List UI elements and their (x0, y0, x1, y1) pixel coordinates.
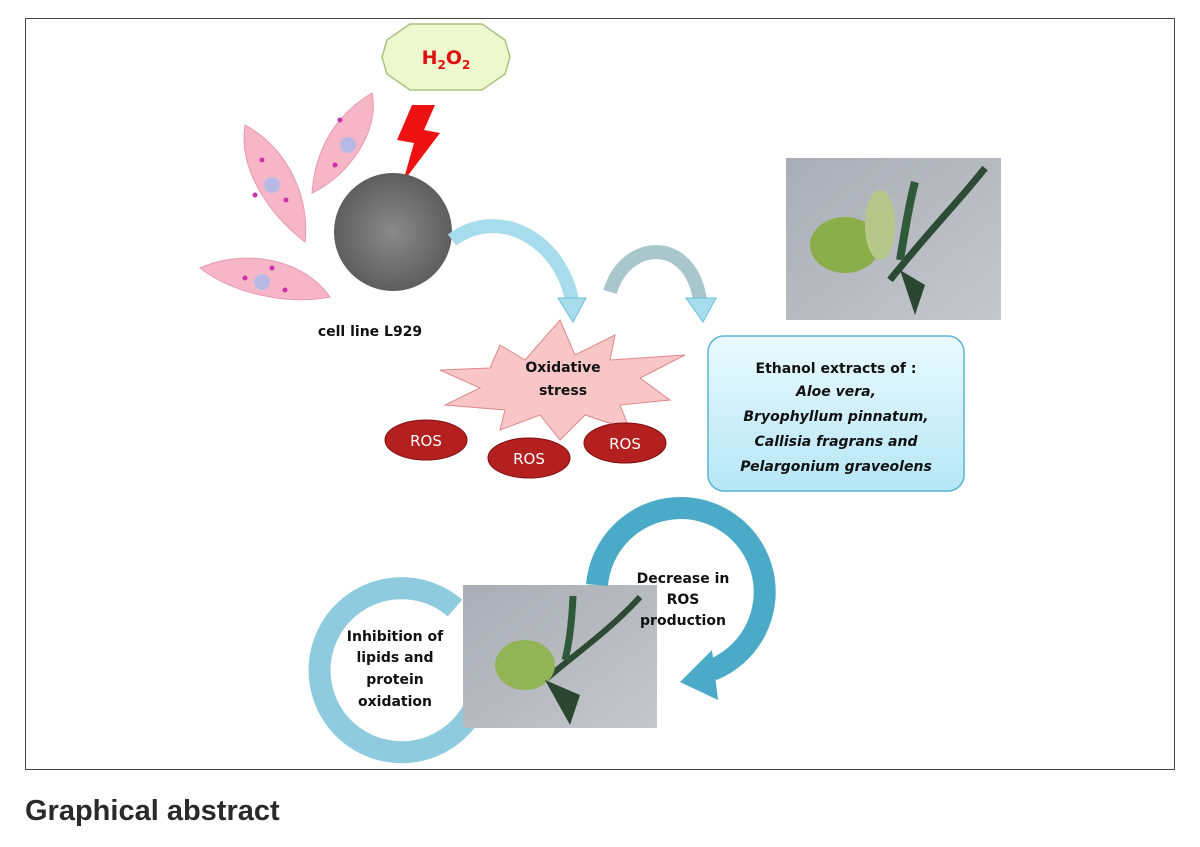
svg-text:ROS: ROS (410, 432, 442, 450)
svg-text:lipids and: lipids and (356, 650, 433, 666)
svg-text:ROS: ROS (609, 435, 641, 453)
figure-frame (25, 18, 1175, 770)
svg-text:ROS: ROS (513, 450, 545, 468)
cycle-left-ring (308, 577, 494, 764)
plant-photo-top (786, 158, 1001, 320)
svg-text:Callisia fragrans and: Callisia fragrans and (755, 434, 919, 450)
svg-text:protein: protein (366, 672, 424, 688)
svg-text:H2O2: H2O2 (422, 47, 471, 72)
ethanol-extracts-box: Ethanol extracts of : Aloe vera, Bryophy… (707, 335, 965, 492)
svg-text:production: production (640, 613, 726, 629)
fibroblast-cells-illustration (199, 92, 374, 301)
svg-text:Aloe vera,: Aloe vera, (795, 384, 876, 400)
oxidative-stress-burst: Oxidative stress (439, 319, 686, 441)
l929-culture-image (334, 173, 452, 291)
ros-molecule: ROS (583, 422, 667, 464)
cell-line-label: cell line L929 (318, 324, 422, 340)
cycle-right-arrow (586, 497, 776, 700)
h2o2-badge: H2O2 (381, 23, 511, 91)
cycle-right-text: Decrease in ROS production (637, 571, 730, 629)
lightning-bolt-icon (397, 105, 440, 182)
svg-text:Oxidative: Oxidative (525, 360, 600, 376)
svg-text:Bryophyllum pinnatum,: Bryophyllum pinnatum, (743, 409, 928, 425)
svg-text:ROS: ROS (667, 592, 700, 608)
svg-text:Pelargonium graveolens: Pelargonium graveolens (740, 459, 932, 475)
svg-text:Inhibition of: Inhibition of (347, 629, 444, 645)
svg-text:Decrease in: Decrease in (637, 571, 730, 587)
svg-text:Ethanol extracts of :: Ethanol extracts of : (756, 361, 917, 377)
arrow-to-stress (447, 219, 587, 323)
svg-text:oxidation: oxidation (358, 694, 432, 710)
svg-text:stress: stress (539, 383, 587, 399)
plant-photo-bottom (463, 585, 657, 728)
ros-molecule: ROS (487, 437, 571, 479)
cycle-left-text: Inhibition of lipids and protein oxidati… (347, 629, 444, 710)
arrow-to-extracts (603, 245, 717, 323)
figure-caption: Graphical abstract (25, 795, 280, 827)
ros-molecule: ROS (384, 419, 468, 461)
